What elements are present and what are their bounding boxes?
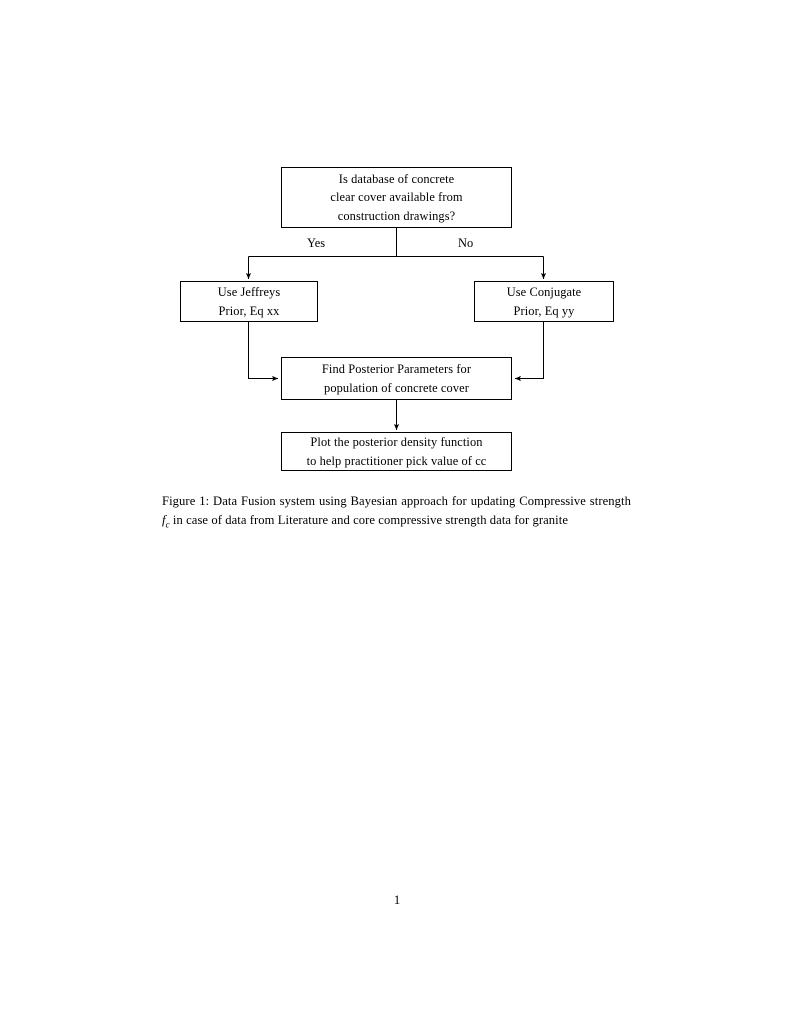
plot-posterior-box-line-2: to help practitioner pick value of cc xyxy=(306,453,487,468)
figure-caption-math-symbol: fc xyxy=(162,513,170,530)
figure-caption-text-part-1: Data Fusion system using Bayesian approa… xyxy=(209,494,631,508)
figure-caption-math-subscript: c xyxy=(165,519,170,530)
connector-jeffreys-to-posterior xyxy=(248,322,278,382)
decision-box: Is database of concrete clear cover avai… xyxy=(281,167,512,228)
flowchart-connectors xyxy=(245,228,547,430)
decision-box-line-3: construction drawings? xyxy=(337,208,456,223)
figure-caption-text-part-2: in case of data from Literature and core… xyxy=(169,513,569,528)
jeffreys-prior-box-line-1: Use Jeffreys xyxy=(217,285,281,299)
plot-posterior-box-line-1: Plot the posterior density function xyxy=(310,435,483,449)
edge-label-no: No xyxy=(458,236,474,250)
page-number: 1 xyxy=(393,893,401,907)
jeffreys-prior-box-line-2: Prior, Eq xx xyxy=(218,303,280,318)
conjugate-prior-box: Use Conjugate Prior, Eq yy xyxy=(474,281,614,322)
decision-box-line-1: Is database of concrete xyxy=(338,171,455,186)
edge-label-yes: Yes xyxy=(307,236,326,250)
conjugate-prior-box-line-1: Use Conjugate xyxy=(506,285,582,299)
plot-posterior-box: Plot the posterior density function to h… xyxy=(281,432,512,471)
jeffreys-prior-box: Use Jeffreys Prior, Eq xx xyxy=(180,281,318,322)
conjugate-prior-box-line-2: Prior, Eq yy xyxy=(513,303,575,318)
find-posterior-box-line-2: population of concrete cover xyxy=(324,380,469,395)
connector-conjugate-to-posterior xyxy=(515,322,544,382)
decision-box-line-2: clear cover available from xyxy=(330,190,463,205)
find-posterior-box-line-1: Find Posterior Parameters for xyxy=(321,362,472,376)
flowchart-figure: Is database of concrete clear cover avai… xyxy=(0,0,794,500)
find-posterior-box: Find Posterior Parameters for population… xyxy=(281,357,512,400)
figure-caption: Figure 1: Data Fusion system using Bayes… xyxy=(162,492,631,535)
figure-caption-prefix: Figure 1: xyxy=(162,494,210,508)
